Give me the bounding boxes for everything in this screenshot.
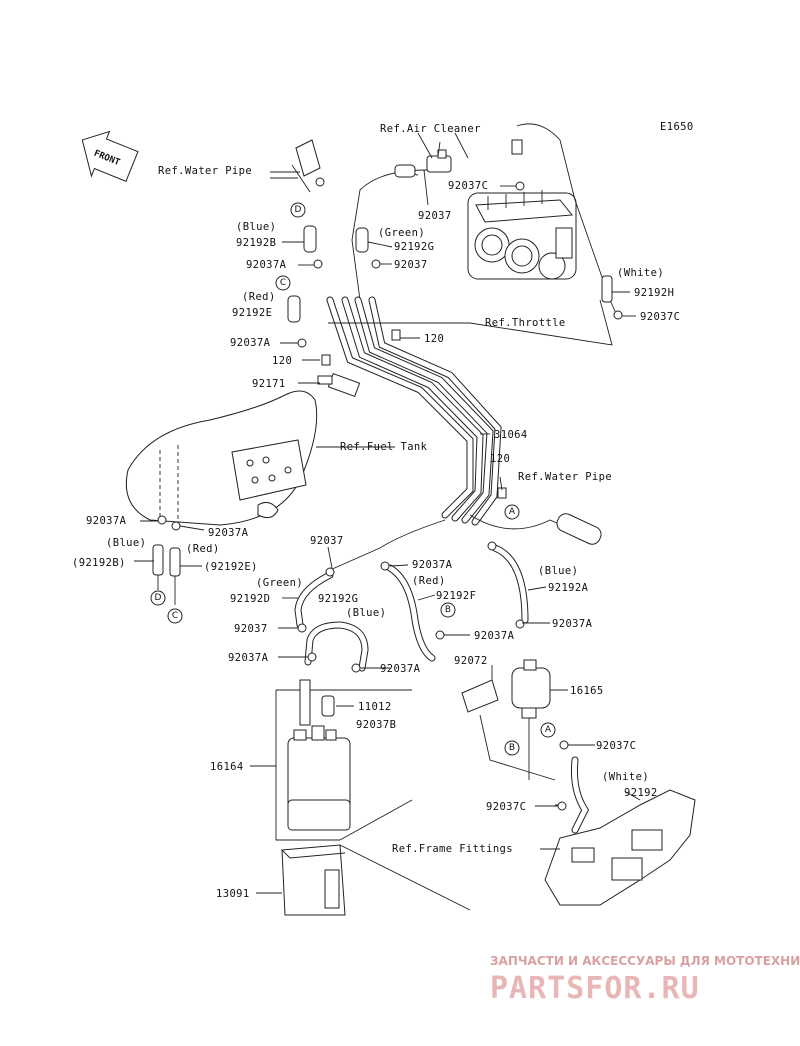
ref-fuel-tank-label: Ref.Fuel Tank [340,441,428,453]
ref-water-pipe-top-label: Ref.Water Pipe [158,165,252,177]
fuel-tank-illustration [125,390,318,526]
part-92037-top: 92037 [418,210,452,222]
connector-c-top [275,275,291,291]
left-hoses [152,544,181,605]
part-16165: 16165 [570,685,604,697]
part-92037a-h: 92037A [380,663,421,675]
connector-a-low [540,722,556,738]
watermark-brand: PARTSFOR.RU [490,971,700,1006]
part-92037a-1: 92037A [246,259,287,271]
connector-d-left-label: D [155,593,162,603]
connector-d-top [290,202,306,218]
ref-air-cleaner-label: Ref.Air Cleaner [380,123,481,135]
part-blue-top: (Blue) [236,221,276,233]
part-92037c-top: 92037C [448,180,488,192]
part-92192g-c: 92192G [318,593,358,605]
part-blue-left: (Blue) [106,537,146,549]
part-red-top: (Red) [242,291,276,303]
clamps [157,177,623,811]
part-120-b: 120 [272,355,292,367]
part-92037-e: 92037 [234,623,268,635]
diagram-code: E1650 [660,121,694,133]
connector-a-top [504,504,520,520]
part-13091: 13091 [216,888,250,900]
reference-outlines [270,132,613,346]
part-92037a-left2: 92037A [208,527,249,539]
part-green-c: (Green) [256,577,303,589]
part-16164: 16164 [210,761,244,773]
part-green-top: (Green) [378,227,425,239]
connector-b-top-label: B [445,605,451,615]
connector-c-left [167,608,183,624]
part-92192h: 92192H [634,287,674,299]
part-92192d: 92192D [230,593,270,605]
connector-d-left [150,590,166,606]
front-arrow-icon: FRONT [81,130,139,182]
part-92192f: 92192F [436,590,476,602]
part-92037a-left: 92037A [86,515,127,527]
throttle-body-illustration [467,190,577,280]
connector-b-top [440,602,456,618]
part-92192b-left: (92192B) [72,557,126,569]
part-92171: 92171 [252,378,286,390]
frame-fittings-illustration [544,756,696,906]
part-92192a: 92192A [548,582,589,594]
part-red-left: (Red) [186,543,220,555]
part-92037a-e: 92037A [474,630,515,642]
part-white-low: (White) [602,771,649,783]
part-red-c: (Red) [412,575,446,587]
part-31064: 31064 [494,429,528,441]
part-92037c-low: 92037C [596,740,636,752]
part-blue-c: (Blue) [346,607,386,619]
ref-throttle-label: Ref.Throttle [485,317,566,329]
part-92037a-2: 92037A [230,337,271,349]
part-92192e-top: 92192E [232,307,272,319]
tube-bundle-31064 [326,296,502,526]
connector-a-top-label: A [509,507,516,517]
air-cleaner-fitting [426,141,452,173]
part-92037c-right: 92037C [640,311,680,323]
connector-marks: D C A D C B B A [150,202,556,756]
connector-b-low-label: B [509,743,515,753]
part-92037a-c: 92037A [412,559,453,571]
part-120-c: 120 [490,453,510,465]
part-92072: 92072 [454,655,488,667]
part-92037b: 92037B [356,719,396,731]
part-92037a-g: 92037A [228,652,269,664]
part-120-a: 120 [424,333,444,345]
filter-16165 [461,659,556,781]
part-92192g-top: 92192G [394,241,434,253]
connector-b-low [504,740,520,756]
part-92037c-low2: 92037C [486,801,526,813]
connector-a-low-label: A [545,725,552,735]
part-92192: 92192 [624,787,658,799]
bracket-13091 [281,844,471,916]
part-92192b-top: 92192B [236,237,276,249]
connector-d-top-label: D [295,205,302,215]
part-white-top: (White) [617,267,664,279]
part-92192e-left: (92192E) [204,561,258,573]
part-92037-c: 92037 [310,535,344,547]
connector-c-left-label: C [172,611,178,621]
leader-lines [134,132,641,894]
ref-frame-fittings-label: Ref.Frame Fittings [392,843,513,855]
vacuum-hoses [287,123,619,323]
part-11012: 11012 [358,701,392,713]
ref-water-pipe-right-label: Ref.Water Pipe [518,471,612,483]
watermark-tagline: ЗАПЧАСТИ И АКСЕССУАРЫ ДЛЯ МОТОТЕХНИКИ [490,954,800,968]
part-92037-mid: 92037 [394,259,428,271]
canister-16164 [275,679,413,841]
center-hoses [294,513,602,672]
part-92037a-f: 92037A [552,618,593,630]
part-blue-c2: (Blue) [538,565,578,577]
connector-c-top-label: C [280,278,286,288]
